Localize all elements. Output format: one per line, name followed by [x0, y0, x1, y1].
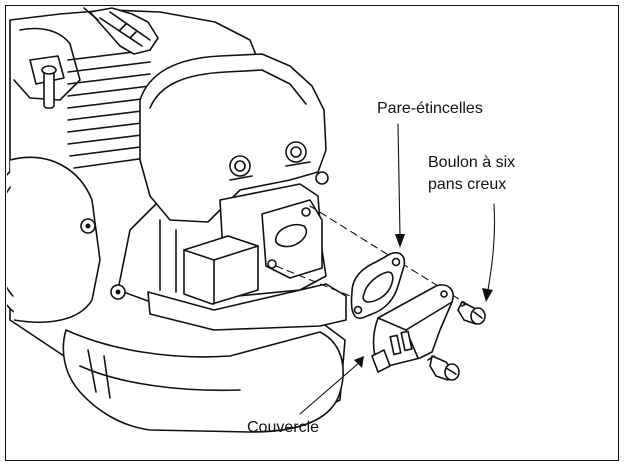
label-spark-arrester: Pare-étincelles [377, 100, 483, 117]
fuel-tank [62, 329, 344, 433]
label-hex-bolt: Boulon à six pans creux [428, 152, 515, 196]
spark-arrester-part [350, 251, 406, 320]
muffler [147, 183, 347, 331]
label-cover: Couvercle [247, 419, 320, 436]
hex-bolt-lower [427, 355, 460, 381]
starter-housing [7, 156, 126, 323]
hex-bolt-upper [457, 301, 486, 325]
spark-plug-cap [83, 7, 159, 55]
label-hex-bolt-line1: Boulon à six [428, 154, 516, 171]
label-hex-bolt-line2: pans creux [428, 176, 507, 193]
leader-arrows [299, 123, 496, 415]
cylinder-shroud [139, 53, 329, 223]
cover-part [371, 284, 454, 373]
